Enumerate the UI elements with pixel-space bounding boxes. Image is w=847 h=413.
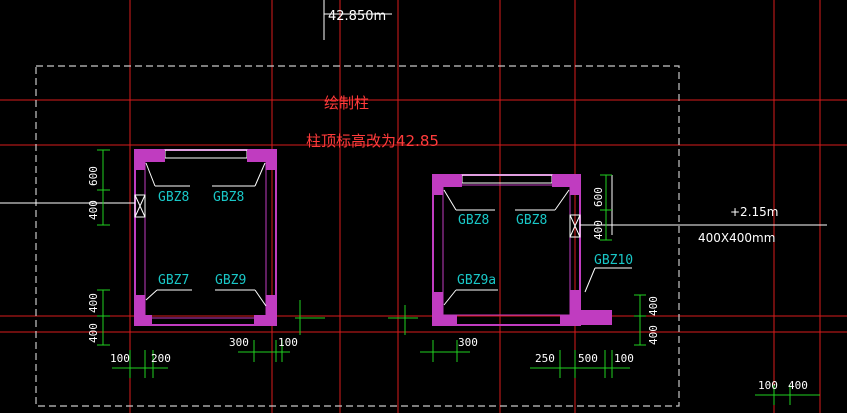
right-note-elevation: +2.15m xyxy=(730,205,779,219)
dim-left-300: 300 xyxy=(229,336,249,349)
dim-corner-100: 100 xyxy=(758,379,778,392)
dimension-lines xyxy=(97,149,820,405)
top-elevation-label: 42.850m xyxy=(328,9,387,24)
dim-left-100: 100 xyxy=(110,352,130,365)
dim-right-300: 300 xyxy=(458,336,478,349)
dim-right-250: 250 xyxy=(535,352,555,365)
dim-left-100b: 100 xyxy=(278,336,298,349)
dim-corner-400: 400 xyxy=(788,379,808,392)
dim-left-v-600: 600 xyxy=(87,166,100,186)
dim-right-100: 100 xyxy=(614,352,634,365)
dim-left-200: 200 xyxy=(151,352,171,365)
boundary-dashed xyxy=(35,65,680,407)
tag-gbz9a-right[interactable]: GBZ9a xyxy=(457,273,497,288)
dim-right-500: 500 xyxy=(578,352,598,365)
tag-gbz8-left-1[interactable]: GBZ8 xyxy=(158,190,190,205)
tag-gbz7-left[interactable]: GBZ7 xyxy=(158,273,190,288)
right-note-size: 400X400mm xyxy=(698,231,776,245)
tag-gbz10-right[interactable]: GBZ10 xyxy=(594,253,634,268)
right-block-walls[interactable] xyxy=(432,174,612,326)
tag-gbz8-right-2[interactable]: GBZ8 xyxy=(516,213,548,228)
dim-left-v-400: 400 xyxy=(87,200,100,220)
dim-right-v-400b: 400 xyxy=(647,296,660,316)
tag-gbz9-left[interactable]: GBZ9 xyxy=(215,273,247,288)
dim-left-v-400b: 400 xyxy=(87,293,100,313)
dim-right-v-600: 600 xyxy=(592,187,605,207)
tag-gbz8-left-2[interactable]: GBZ8 xyxy=(213,190,245,205)
tag-gbz8-right-1[interactable]: GBZ8 xyxy=(458,213,490,228)
dim-right-v-400c: 400 xyxy=(647,325,660,345)
annotation-column-top-elevation: 柱顶标高改为42.85 xyxy=(306,132,439,150)
tag-leaders xyxy=(0,162,827,307)
dim-right-v-400: 400 xyxy=(592,220,605,240)
annotation-draw-column: 绘制柱 xyxy=(324,94,370,112)
dim-left-v-400c: 400 xyxy=(87,323,100,343)
left-block-walls[interactable] xyxy=(134,149,277,326)
